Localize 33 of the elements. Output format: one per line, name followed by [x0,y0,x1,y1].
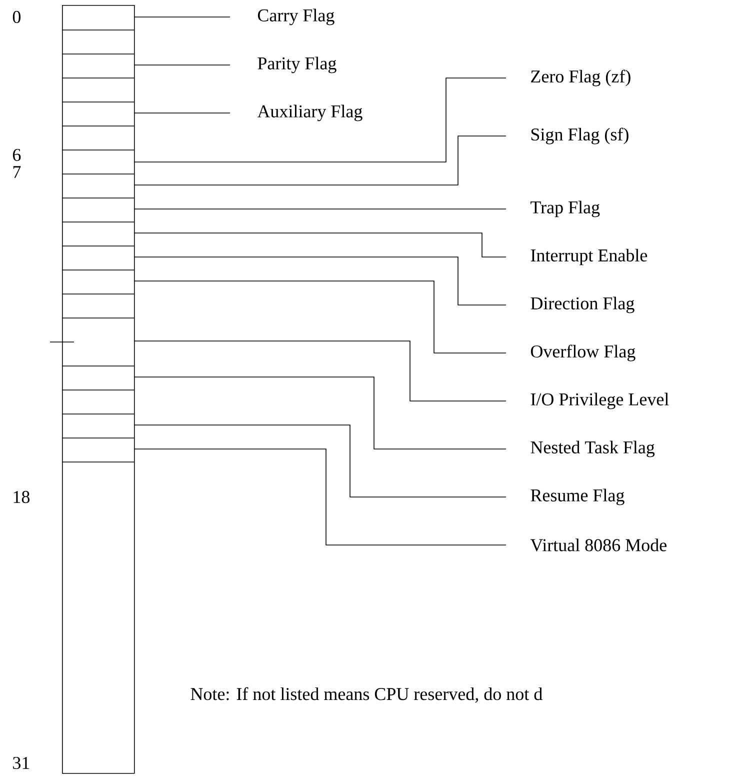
leader-line [134,340,506,402]
leader-line [134,280,506,354]
leader-line [134,64,230,66]
flag-label: Parity Flag [258,56,336,74]
flag-label: Carry Flag [258,8,334,26]
leader-line [134,448,506,546]
flag-label: Resume Flag [530,488,624,506]
flag-label: Trap Flag [530,200,600,218]
bit-number: 7 [13,166,21,178]
leader-line [134,112,230,114]
leader-line [134,16,230,18]
leader-line [134,256,506,306]
register-drawing [50,4,135,774]
bit-number: 18 [14,490,30,504]
flag-label: Zero Flag (zf) [531,70,630,86]
flag-label: Nested Task Flag [530,440,655,458]
bit-number: 6 [12,148,21,162]
bit-number: 31 [13,756,30,770]
flag-label: Interrupt Enable [530,248,648,266]
flag-label: Direction Flag [530,296,634,314]
flag-label: Overflow Flag [530,344,636,362]
leader-line [134,78,506,162]
note: Note: If not listed means CPU reserved, do not d [190,687,542,703]
flag-label: Sign Flag (sf) [531,128,628,144]
leader-line [134,232,506,258]
leader-line [134,424,506,498]
leader-line [134,208,506,210]
leader-line [134,136,506,186]
flag-label: I/O Privilege Level [530,392,669,410]
bit-number: 0 [12,10,21,24]
leader-line [134,376,506,450]
flag-label: Auxiliary Flag [257,104,362,122]
flag-label: Virtual 8086 Mode [530,538,666,552]
